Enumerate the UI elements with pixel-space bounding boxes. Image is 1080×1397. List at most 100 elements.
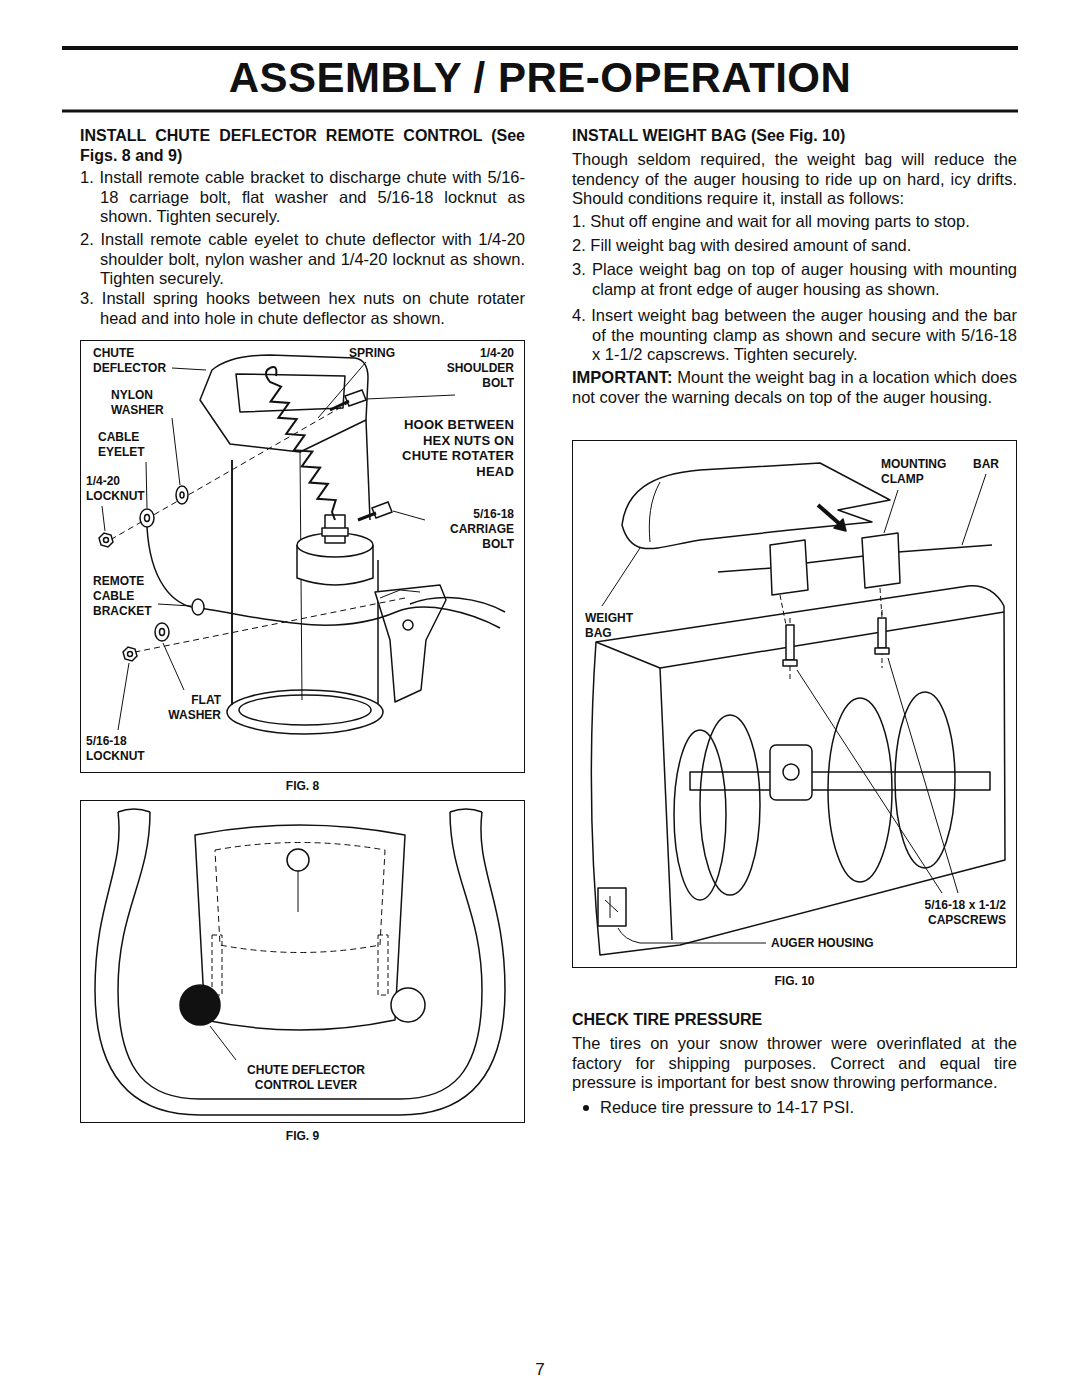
hardware-parts xyxy=(110,402,350,540)
leader-line xyxy=(163,643,184,690)
callout-label: BAR xyxy=(973,457,1008,472)
spring xyxy=(270,367,276,376)
step-text: 1. Install remote cable bracket to disch… xyxy=(80,168,525,227)
remote-cable xyxy=(147,527,505,628)
bullet-text: Reduce tire pressure to 14-17 PSI. xyxy=(600,1098,1017,1118)
important-tag: IMPORTANT: xyxy=(572,368,673,386)
handle-illustration xyxy=(287,849,309,871)
auger-illustration xyxy=(783,764,799,780)
leader-line xyxy=(393,511,425,520)
chute-illustration xyxy=(375,585,446,702)
hardware-parts xyxy=(99,390,405,661)
auger-illustration xyxy=(660,668,672,940)
auger-illustration xyxy=(598,888,626,926)
hardware-parts xyxy=(345,390,366,406)
hardware-parts xyxy=(155,623,169,641)
handle-illustration xyxy=(95,812,505,1115)
handle-illustration xyxy=(195,825,405,1030)
handle-illustration xyxy=(391,988,425,1022)
auger-illustration xyxy=(895,692,955,868)
step-text: 3. Install spring hooks between hex nuts… xyxy=(80,289,525,328)
bullet xyxy=(583,1105,589,1111)
leader-line xyxy=(884,490,898,533)
chute-illustration xyxy=(403,620,413,630)
leader-line xyxy=(602,548,640,606)
callout-label: SPRING xyxy=(349,346,409,361)
handle-illustration xyxy=(95,809,505,1115)
handle-illustration xyxy=(215,843,385,953)
chute-illustration xyxy=(239,695,371,725)
leader-line xyxy=(172,368,206,370)
handle-illustration xyxy=(212,935,222,995)
auger-illustration xyxy=(700,715,760,895)
chute-illustration xyxy=(380,590,420,598)
callout-label: WEIGHT BAG xyxy=(585,611,645,641)
step-text: 1. Shut off engine and wait for all movi… xyxy=(572,212,1017,232)
leader-line xyxy=(102,506,105,531)
handle-illustration xyxy=(298,871,299,912)
figure-frame: CHUTE DEFLECTORNYLON WASHERCABLE EYELET1… xyxy=(80,340,525,773)
leader-line xyxy=(618,928,766,943)
handle-illustration xyxy=(378,935,388,995)
hardware-parts xyxy=(330,401,349,410)
weight-bag xyxy=(770,540,808,595)
hardware-parts xyxy=(128,652,133,657)
callout-label: 5/16-18 LOCKNUT xyxy=(86,734,161,764)
figure-frame: CHUTE DEFLECTOR CONTROL LEVER xyxy=(80,800,525,1123)
weight-bag xyxy=(834,519,846,531)
auger-illustration xyxy=(878,618,886,648)
weight-bag xyxy=(898,545,992,552)
auger-illustration xyxy=(783,660,797,666)
leader-line xyxy=(146,462,147,508)
hardware-parts xyxy=(160,629,165,636)
auger-illustration xyxy=(828,698,892,882)
step-text: 2. Fill weight bag with desired amount o… xyxy=(572,236,1017,256)
step-text: 4. Insert weight bag between the auger h… xyxy=(572,306,1017,365)
weight-bag xyxy=(649,482,660,542)
remote-cable xyxy=(410,598,505,612)
spring xyxy=(266,367,336,520)
weight-bag xyxy=(622,463,992,625)
leader-line xyxy=(102,362,455,730)
auger-illustration xyxy=(770,745,812,800)
chute-illustration xyxy=(232,460,378,720)
auger-illustration xyxy=(690,772,990,790)
callout-label: 5/16-18 x 1-1/2 CAPSCREWS xyxy=(881,898,1006,928)
chute-illustration xyxy=(227,690,383,734)
figure-number: FIG. 9 xyxy=(80,1129,525,1143)
body-text: The tires on your snow thrower were over… xyxy=(572,1034,1017,1093)
callout-label: CHUTE DEFLECTOR CONTROL LEVER xyxy=(226,1063,386,1093)
weight-bag xyxy=(718,568,772,572)
figure-number: FIG. 10 xyxy=(572,974,1017,988)
hardware-parts xyxy=(123,647,137,661)
chute-illustration xyxy=(200,355,446,734)
chute-illustration xyxy=(366,420,370,520)
callout-label: CABLE EYELET xyxy=(98,430,158,460)
hardware-parts xyxy=(176,486,188,504)
bullet xyxy=(583,1105,589,1111)
leader-line xyxy=(158,604,191,606)
body-text: Though seldom required, the weight bag w… xyxy=(572,150,1017,209)
handle-illustration xyxy=(210,1026,236,1060)
handle-illustration xyxy=(118,809,482,812)
hardware-parts xyxy=(140,509,154,527)
handle-illustration xyxy=(118,812,482,1099)
auger-illustration xyxy=(596,612,1004,668)
remote-cable xyxy=(147,527,500,628)
header-rule xyxy=(62,46,1018,50)
handle-illustration xyxy=(180,985,220,1025)
weight-bag xyxy=(806,556,864,563)
callout-label: NYLON WASHER xyxy=(111,388,181,418)
auger-illustration xyxy=(875,648,889,654)
leader-line xyxy=(962,474,986,545)
leader-line xyxy=(172,418,180,485)
leader-line xyxy=(118,663,129,730)
page-number: 7 xyxy=(40,1360,1040,1380)
leader-line xyxy=(602,474,986,943)
hardware-parts xyxy=(180,492,184,498)
hardware-parts xyxy=(372,502,392,518)
paragraph: IMPORTANT: Mount the weight bag in a loc… xyxy=(572,368,1017,407)
page-title: ASSEMBLY / PRE-OPERATION xyxy=(40,54,1040,102)
callout-label: MOUNTING CLAMP xyxy=(881,457,953,487)
